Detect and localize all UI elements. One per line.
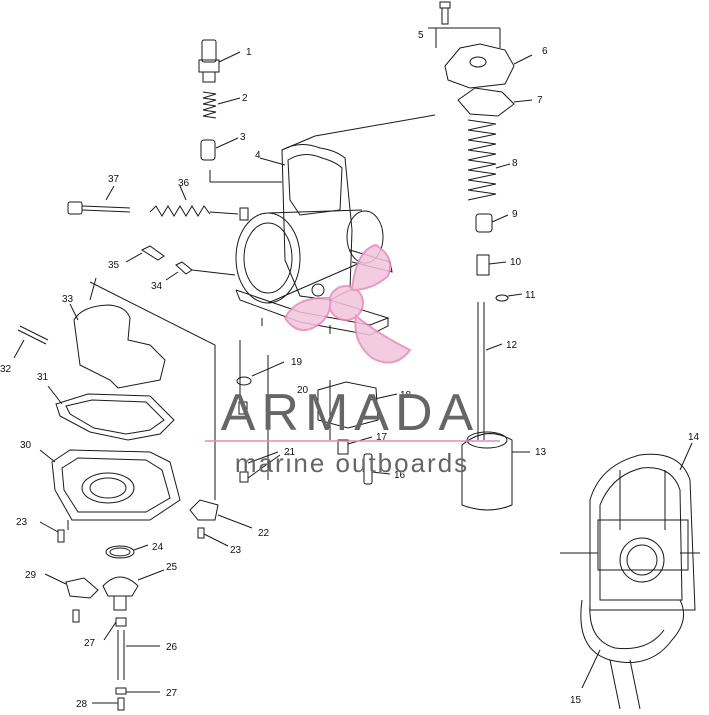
callout-18: 18 <box>400 390 412 401</box>
guide-lines <box>89 277 331 440</box>
callout-29: 29 <box>25 570 37 581</box>
part-16-jet <box>363 453 391 485</box>
part-33-cover <box>69 303 166 389</box>
callout-27-lower: 27 <box>166 688 178 699</box>
callout-8: 8 <box>512 158 518 169</box>
part-6-cap <box>444 43 533 89</box>
part-23-screws <box>39 521 229 547</box>
part-2-spring <box>202 91 241 119</box>
part-30-float-bowl <box>39 449 181 530</box>
callout-36: 36 <box>178 178 190 189</box>
callout-35: 35 <box>108 260 120 271</box>
part-37-screw <box>67 185 131 215</box>
callout-3: 3 <box>240 132 246 143</box>
part-1-fitting <box>198 39 241 83</box>
callout-22: 22 <box>258 528 270 539</box>
callout-24: 24 <box>152 542 164 553</box>
callout-9: 9 <box>512 209 518 220</box>
callout-2: 2 <box>242 93 248 104</box>
part-10-clip <box>476 254 507 276</box>
callout-7: 7 <box>537 95 543 106</box>
callout-20: 20 <box>297 385 309 396</box>
part-14-installed-view <box>560 442 700 710</box>
callout-5: 5 <box>418 30 424 41</box>
callout-31: 31 <box>37 372 49 383</box>
part-11-eclip <box>495 293 523 302</box>
part-8-spring <box>467 119 511 201</box>
brand-name: ARMADA <box>221 384 479 442</box>
part-25-cap <box>102 569 165 611</box>
callout-25: 25 <box>166 562 178 573</box>
callout-32: 32 <box>0 364 12 375</box>
diagram-parts <box>13 1 700 711</box>
callout-34: 34 <box>151 281 163 292</box>
callout-4: 4 <box>255 150 261 161</box>
callout-13: 13 <box>535 447 547 458</box>
part-34-35-screws <box>125 245 236 281</box>
part-36-spring <box>149 185 239 217</box>
part-5-screw <box>428 1 501 48</box>
callout-16: 16 <box>394 470 406 481</box>
callout-1: 1 <box>246 47 252 58</box>
part-3-plunger <box>200 137 239 161</box>
part-27-28-nuts <box>92 617 160 711</box>
part-9-retainer <box>475 213 509 233</box>
part-22-plate <box>189 499 253 529</box>
propeller-logo <box>283 243 412 364</box>
part-4-carb-body <box>209 114 436 336</box>
part-7-gasket <box>457 87 533 117</box>
part-26-rod <box>117 630 160 680</box>
callout-10: 10 <box>510 257 522 268</box>
part-12-needle <box>477 302 503 440</box>
callout-33: 33 <box>62 294 74 305</box>
callout-27-upper: 27 <box>84 638 96 649</box>
callout-28: 28 <box>76 699 88 710</box>
brand-tagline: marine outboards <box>235 448 469 478</box>
part-18-float <box>317 381 398 429</box>
callout-11: 11 <box>525 290 536 301</box>
callout-19: 19 <box>291 357 303 368</box>
callout-12: 12 <box>506 340 518 351</box>
part-19-clip <box>236 361 285 386</box>
part-21-pins <box>214 340 281 500</box>
part-24-oring <box>105 544 149 559</box>
callout-37: 37 <box>108 174 120 185</box>
callout-23-left: 23 <box>16 517 28 528</box>
callout-labels: 1 2 3 4 5 6 7 8 9 10 11 12 13 14 15 16 1… <box>0 30 700 710</box>
callout-21: 21 <box>284 447 296 458</box>
part-32-tube <box>13 325 49 359</box>
callout-23-right: 23 <box>230 545 242 556</box>
part-31-gasket <box>47 385 175 441</box>
callout-6: 6 <box>542 46 548 57</box>
part-29-plate <box>44 573 99 623</box>
callout-15: 15 <box>570 695 582 706</box>
callout-17: 17 <box>376 432 388 443</box>
callout-30: 30 <box>20 440 32 451</box>
callout-26: 26 <box>166 642 178 653</box>
callout-14: 14 <box>688 432 700 443</box>
part-13-slide <box>461 431 530 511</box>
